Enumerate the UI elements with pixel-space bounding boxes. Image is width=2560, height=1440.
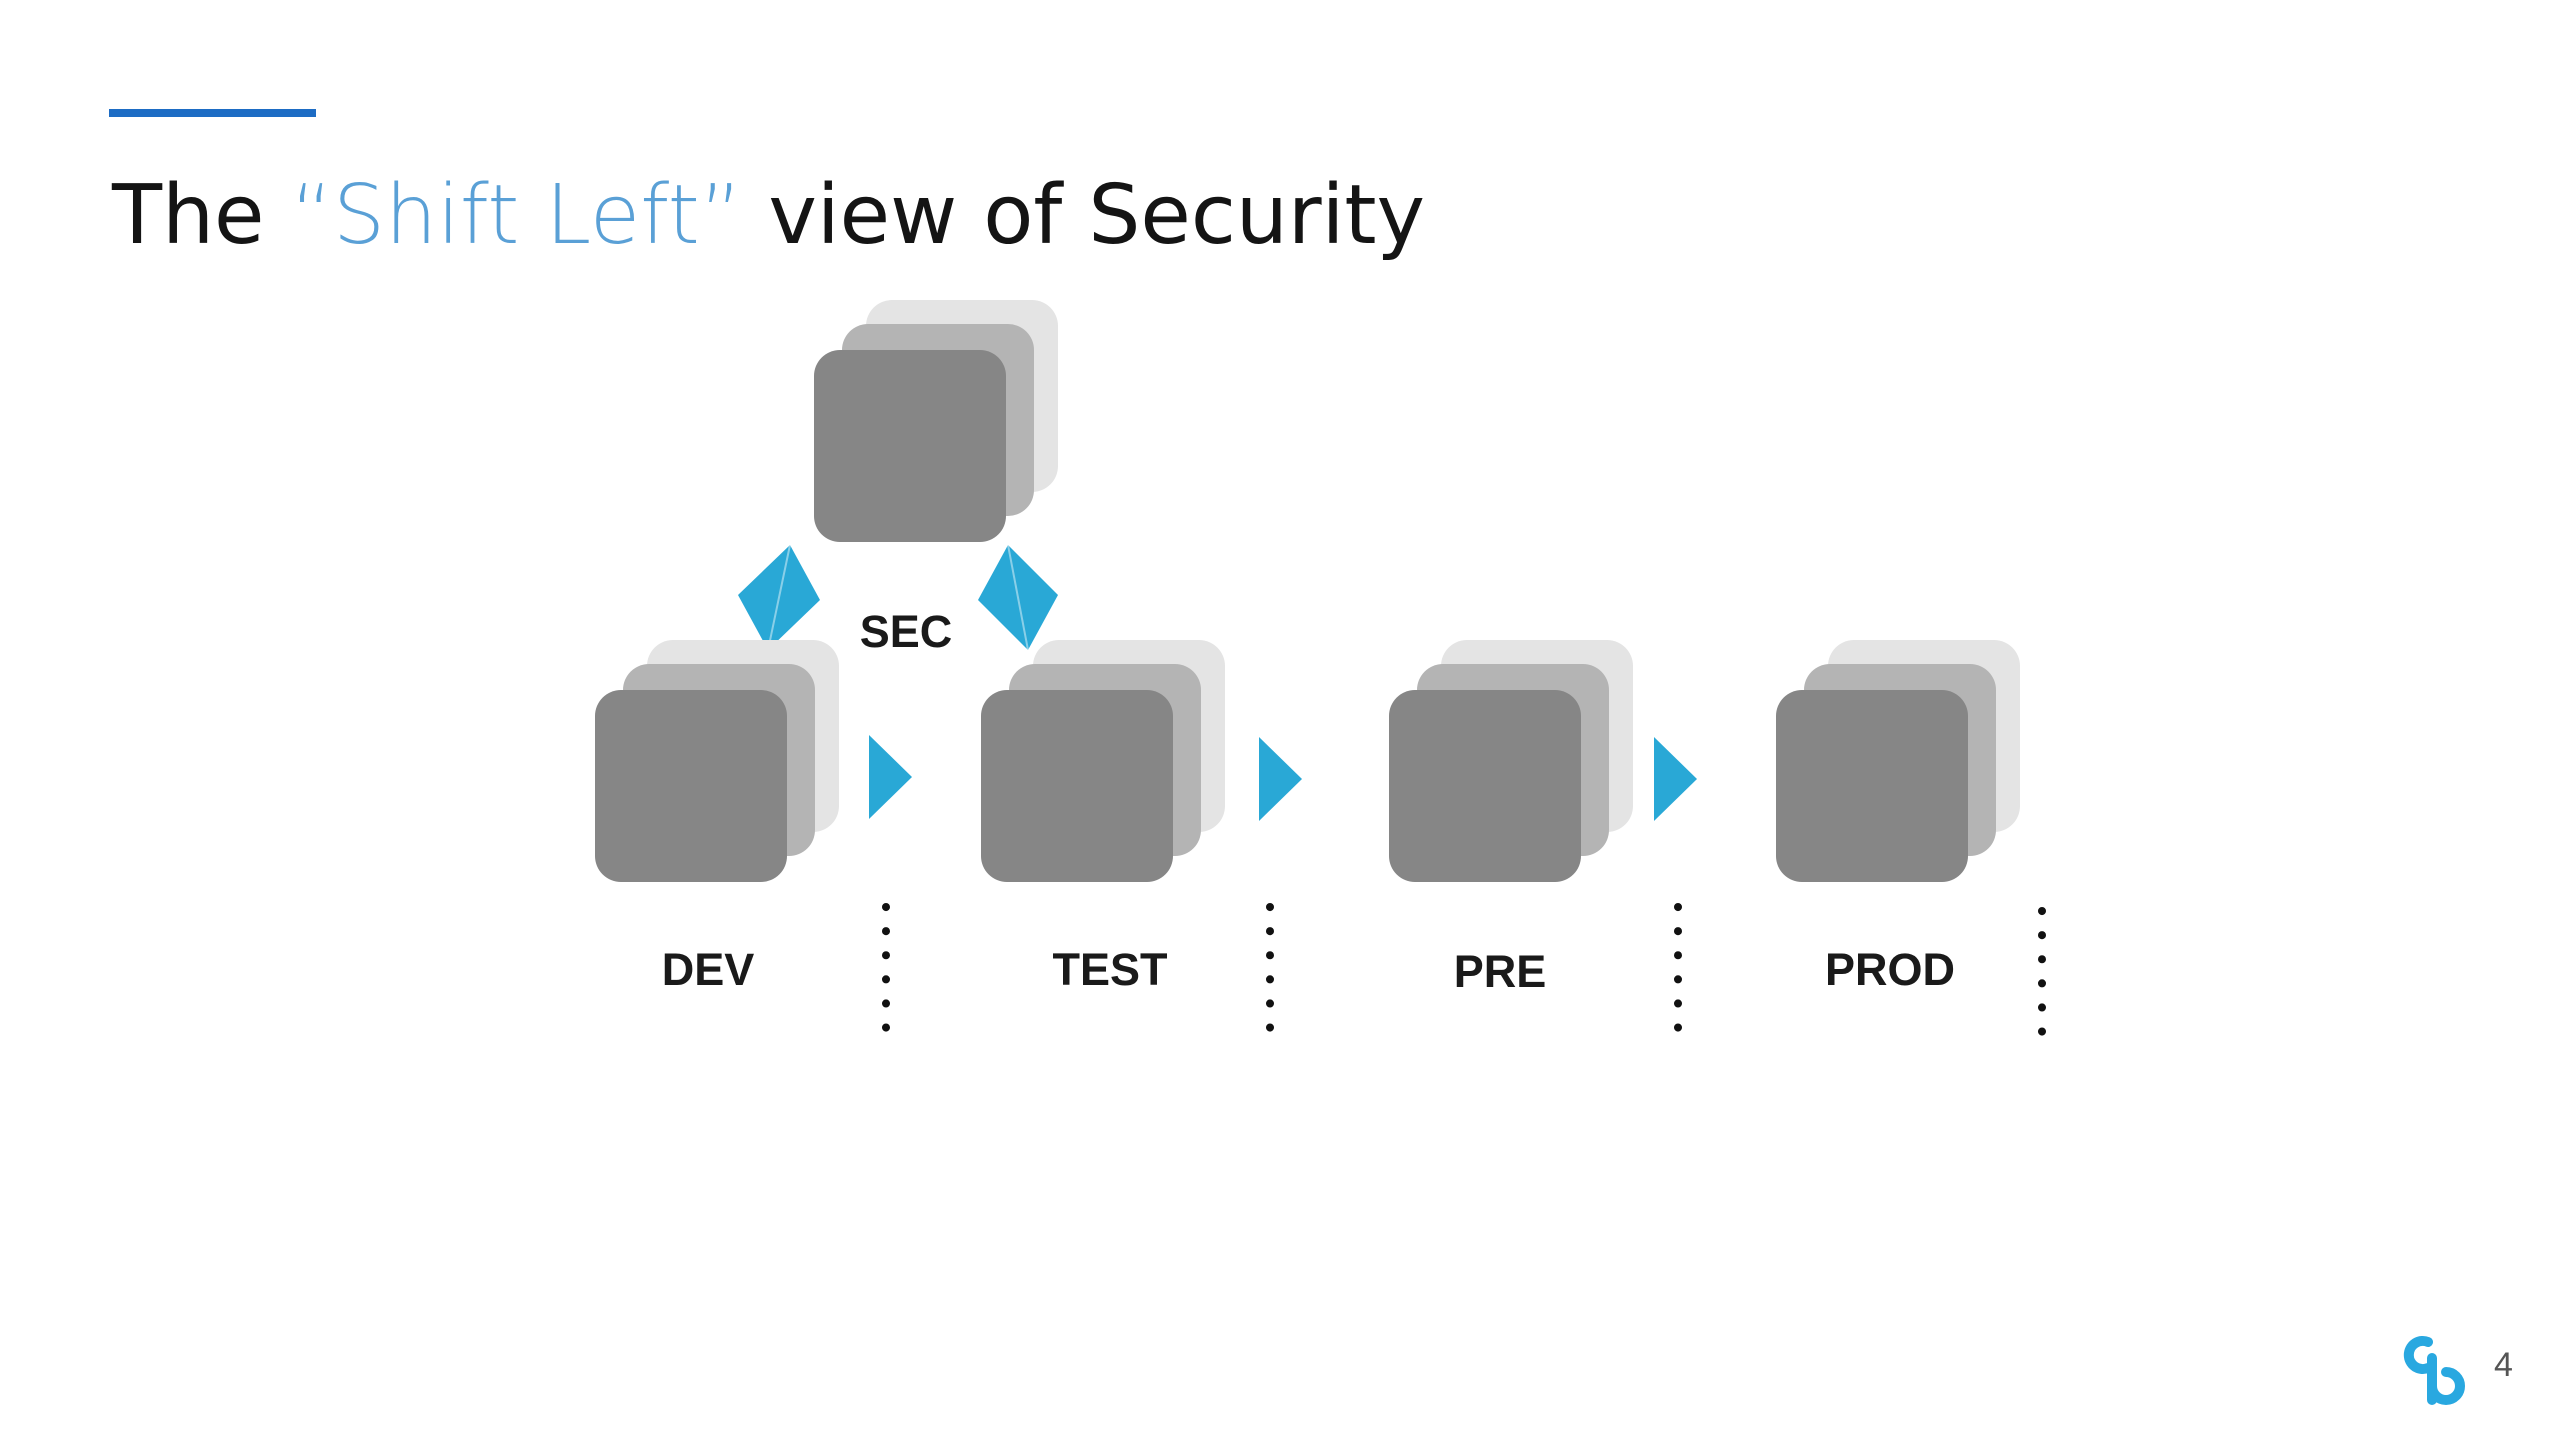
- stage-test: TEST: [981, 640, 1225, 995]
- flow-arrow-pre-prod: [1654, 737, 1697, 821]
- company-logo-icon: [2403, 1336, 2465, 1405]
- sec-node: SEC: [814, 300, 1058, 657]
- block-front: [814, 350, 1006, 542]
- diamond-icon-left: [738, 544, 820, 651]
- block-front: [1776, 690, 1968, 882]
- pre-blocks-icon: [1389, 640, 1633, 882]
- stage-dev: DEV: [595, 640, 839, 995]
- title-accent-bar: [109, 109, 316, 117]
- pre-label: PRE: [1454, 946, 1547, 997]
- slide-title: The “Shift Left” view of Security: [112, 160, 1425, 272]
- prod-label: PROD: [1825, 944, 1955, 995]
- prod-blocks-icon: [1776, 640, 2020, 882]
- dev-blocks-icon: [595, 640, 839, 882]
- title-highlight: “Shift Left”: [290, 168, 743, 263]
- flow-arrow-dev-test: [869, 735, 912, 819]
- test-label: TEST: [1052, 944, 1167, 995]
- title-prefix: The: [112, 168, 291, 263]
- block-front: [595, 690, 787, 882]
- flow-arrow-test-pre: [1259, 737, 1302, 821]
- dev-label: DEV: [662, 944, 755, 995]
- page-number: 4: [2494, 1346, 2513, 1384]
- diamond-icon-right: [978, 544, 1058, 651]
- stage-prod: PROD: [1776, 640, 2020, 995]
- stage-pre: PRE: [1389, 640, 1633, 997]
- title-suffix: view of Security: [742, 168, 1426, 263]
- sec-blocks-icon: [814, 300, 1058, 542]
- block-front: [981, 690, 1173, 882]
- sec-label: SEC: [860, 606, 953, 657]
- test-blocks-icon: [981, 640, 1225, 882]
- block-front: [1389, 690, 1581, 882]
